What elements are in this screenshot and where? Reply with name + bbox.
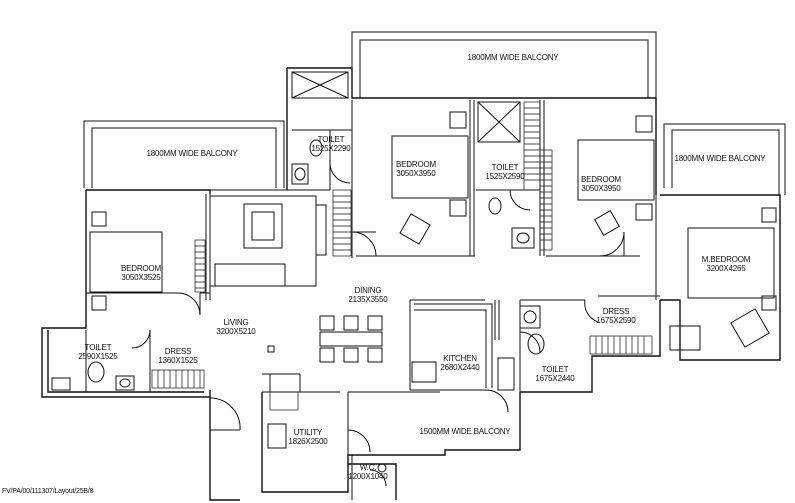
balcony-left-outline (83, 120, 285, 188)
balcony-left-label: 1800MM WIDE BALCONY (146, 149, 238, 158)
wardrobes (151, 101, 653, 411)
shafts (291, 71, 521, 143)
balcony-right-outline (663, 123, 786, 195)
dining-table (319, 315, 383, 363)
utility-fixtures (267, 423, 287, 449)
wc-label: W.C.1200X1040 (348, 463, 388, 481)
exterior-walls (41, 67, 781, 501)
mbed-furniture (399, 210, 770, 351)
beds (89, 111, 777, 311)
balcony-bottom-label: 1500MM WIDE BALCONY (419, 427, 511, 436)
balcony-right-label: 1800MM WIDE BALCONY (674, 154, 766, 163)
door-swings (131, 162, 625, 487)
balcony-top-label: 1800MM WIDE BALCONY (467, 53, 559, 62)
sanitary-fixtures (51, 139, 545, 473)
kitchen-counter (414, 303, 493, 388)
drawing-code: FV/PA/00/111307/Layout/25B/8 (2, 488, 94, 495)
living-furniture (209, 195, 327, 353)
balcony-top-outline (351, 31, 657, 98)
